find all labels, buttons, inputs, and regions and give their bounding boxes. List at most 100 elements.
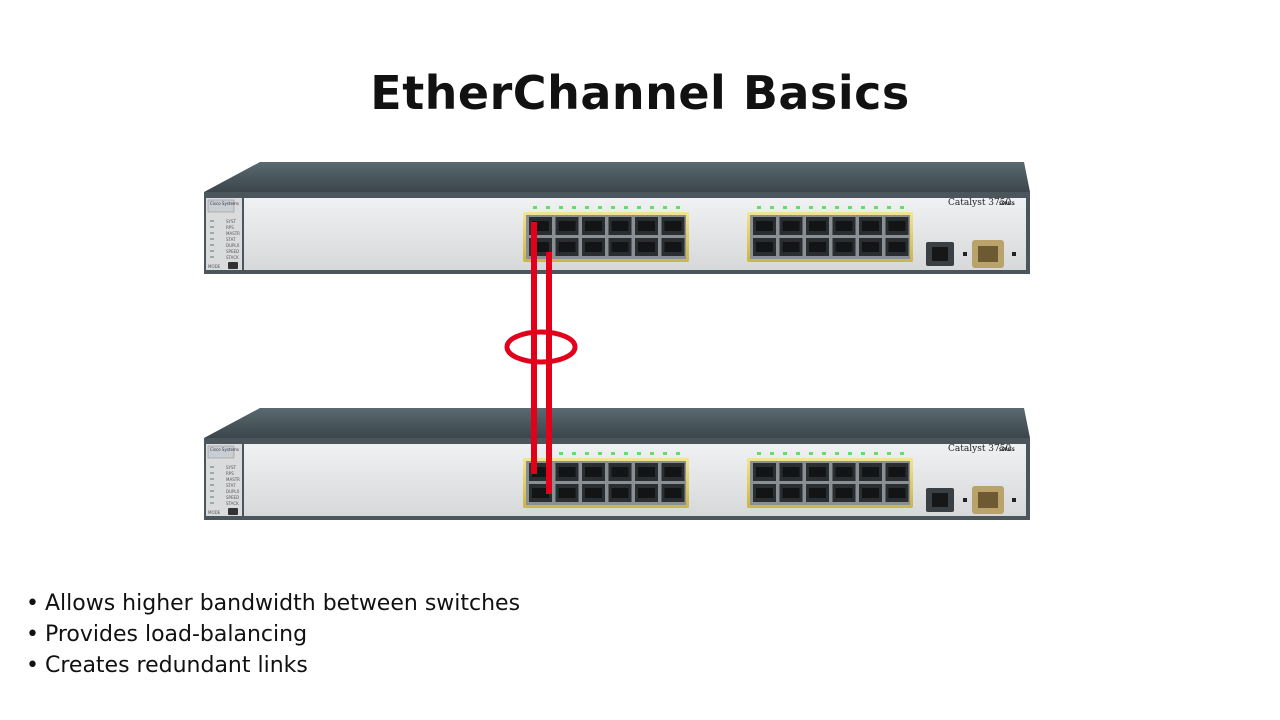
led-label: STACK [226,501,239,506]
port-socket [835,242,853,252]
port-groups [523,206,1016,268]
port-group-bezel [526,461,686,505]
status-led [210,220,214,222]
port-socket [835,488,853,498]
led-label: MASTR [226,231,240,236]
port-led [637,206,641,209]
port-led [770,206,774,209]
port-led [783,452,787,455]
port-led [559,452,563,455]
port-led [637,452,641,455]
status-led [210,478,214,480]
port-led [585,452,589,455]
port-led [822,452,826,455]
port-socket [664,221,682,231]
series-label: SERIES [999,201,1015,206]
led-label: STAT [226,237,236,242]
status-led [210,490,214,492]
port-led [874,206,878,209]
sfp-socket-2 [978,492,998,508]
port-socket [782,242,800,252]
bullet-item: Provides load-balancing [26,619,520,650]
port-socket [611,242,629,252]
sfp-led [1012,252,1016,256]
port-led [861,206,865,209]
port-socket [809,221,826,231]
port-socket [585,488,602,498]
port-socket [532,467,549,477]
port-socket [756,488,773,498]
led-label: SPEED [226,495,239,500]
port-groups [523,452,1016,514]
led-label: DUPLX [226,489,240,494]
port-led [887,206,891,209]
status-led [210,466,214,468]
series-label: SERIES [999,447,1015,452]
port-socket [558,467,576,477]
status-led [210,496,214,498]
port-socket [888,488,906,498]
port-socket [756,467,773,477]
port-socket [782,221,800,231]
mode-button [228,262,238,269]
port-socket [585,221,602,231]
bullet-item: Allows higher bandwidth between switches [26,588,520,619]
port-socket [532,242,549,252]
port-socket [835,467,853,477]
port-socket [611,221,629,231]
led-label: STACK [226,255,239,260]
port-socket [809,488,826,498]
model-label: Catalyst 3750 [948,444,1011,454]
chassis-top-panel [204,162,1030,192]
etherchannel-links [504,222,578,494]
port-led [676,452,680,455]
led-label: RPS [226,225,234,230]
port-led [663,452,667,455]
port-socket [585,467,602,477]
port-led [770,452,774,455]
port-led [796,206,800,209]
port-led [624,452,628,455]
sfp-led [963,498,967,502]
port-socket [558,221,576,231]
port-led [650,206,654,209]
port-led [546,206,550,209]
led-label: SPEED [226,249,239,254]
brand-label: Cisco Systems [210,447,239,452]
mode-button [228,508,238,515]
port-led [809,206,813,209]
port-led [822,206,826,209]
port-socket [532,488,549,498]
port-led [611,452,615,455]
channel-bundle-ring [504,329,578,365]
status-led [210,256,214,258]
brand-logo [207,445,235,459]
port-socket [888,221,906,231]
port-socket [862,467,879,477]
port-socket [664,467,682,477]
led-label: STAT [226,483,236,488]
port-led [650,452,654,455]
status-led [210,226,214,228]
port-led [598,452,602,455]
port-led [835,452,839,455]
status-led [210,232,214,234]
switch-top: Cisco Systems SYSTRPSMASTRSTATDUPLXSPEED… [204,162,1030,274]
port-led [848,452,852,455]
port-led [900,452,904,455]
brand-logo [207,199,235,213]
port-socket [862,242,879,252]
port-socket [862,488,879,498]
port-group-bezel [750,461,910,505]
bullet-item: Creates redundant links [26,650,520,681]
port-led [572,452,576,455]
port-socket [638,467,655,477]
led-label: SYST [226,219,237,224]
status-led [210,472,214,474]
port-led [757,206,761,209]
port-led [624,206,628,209]
bullet-list: Allows higher bandwidth between switches… [26,588,520,681]
